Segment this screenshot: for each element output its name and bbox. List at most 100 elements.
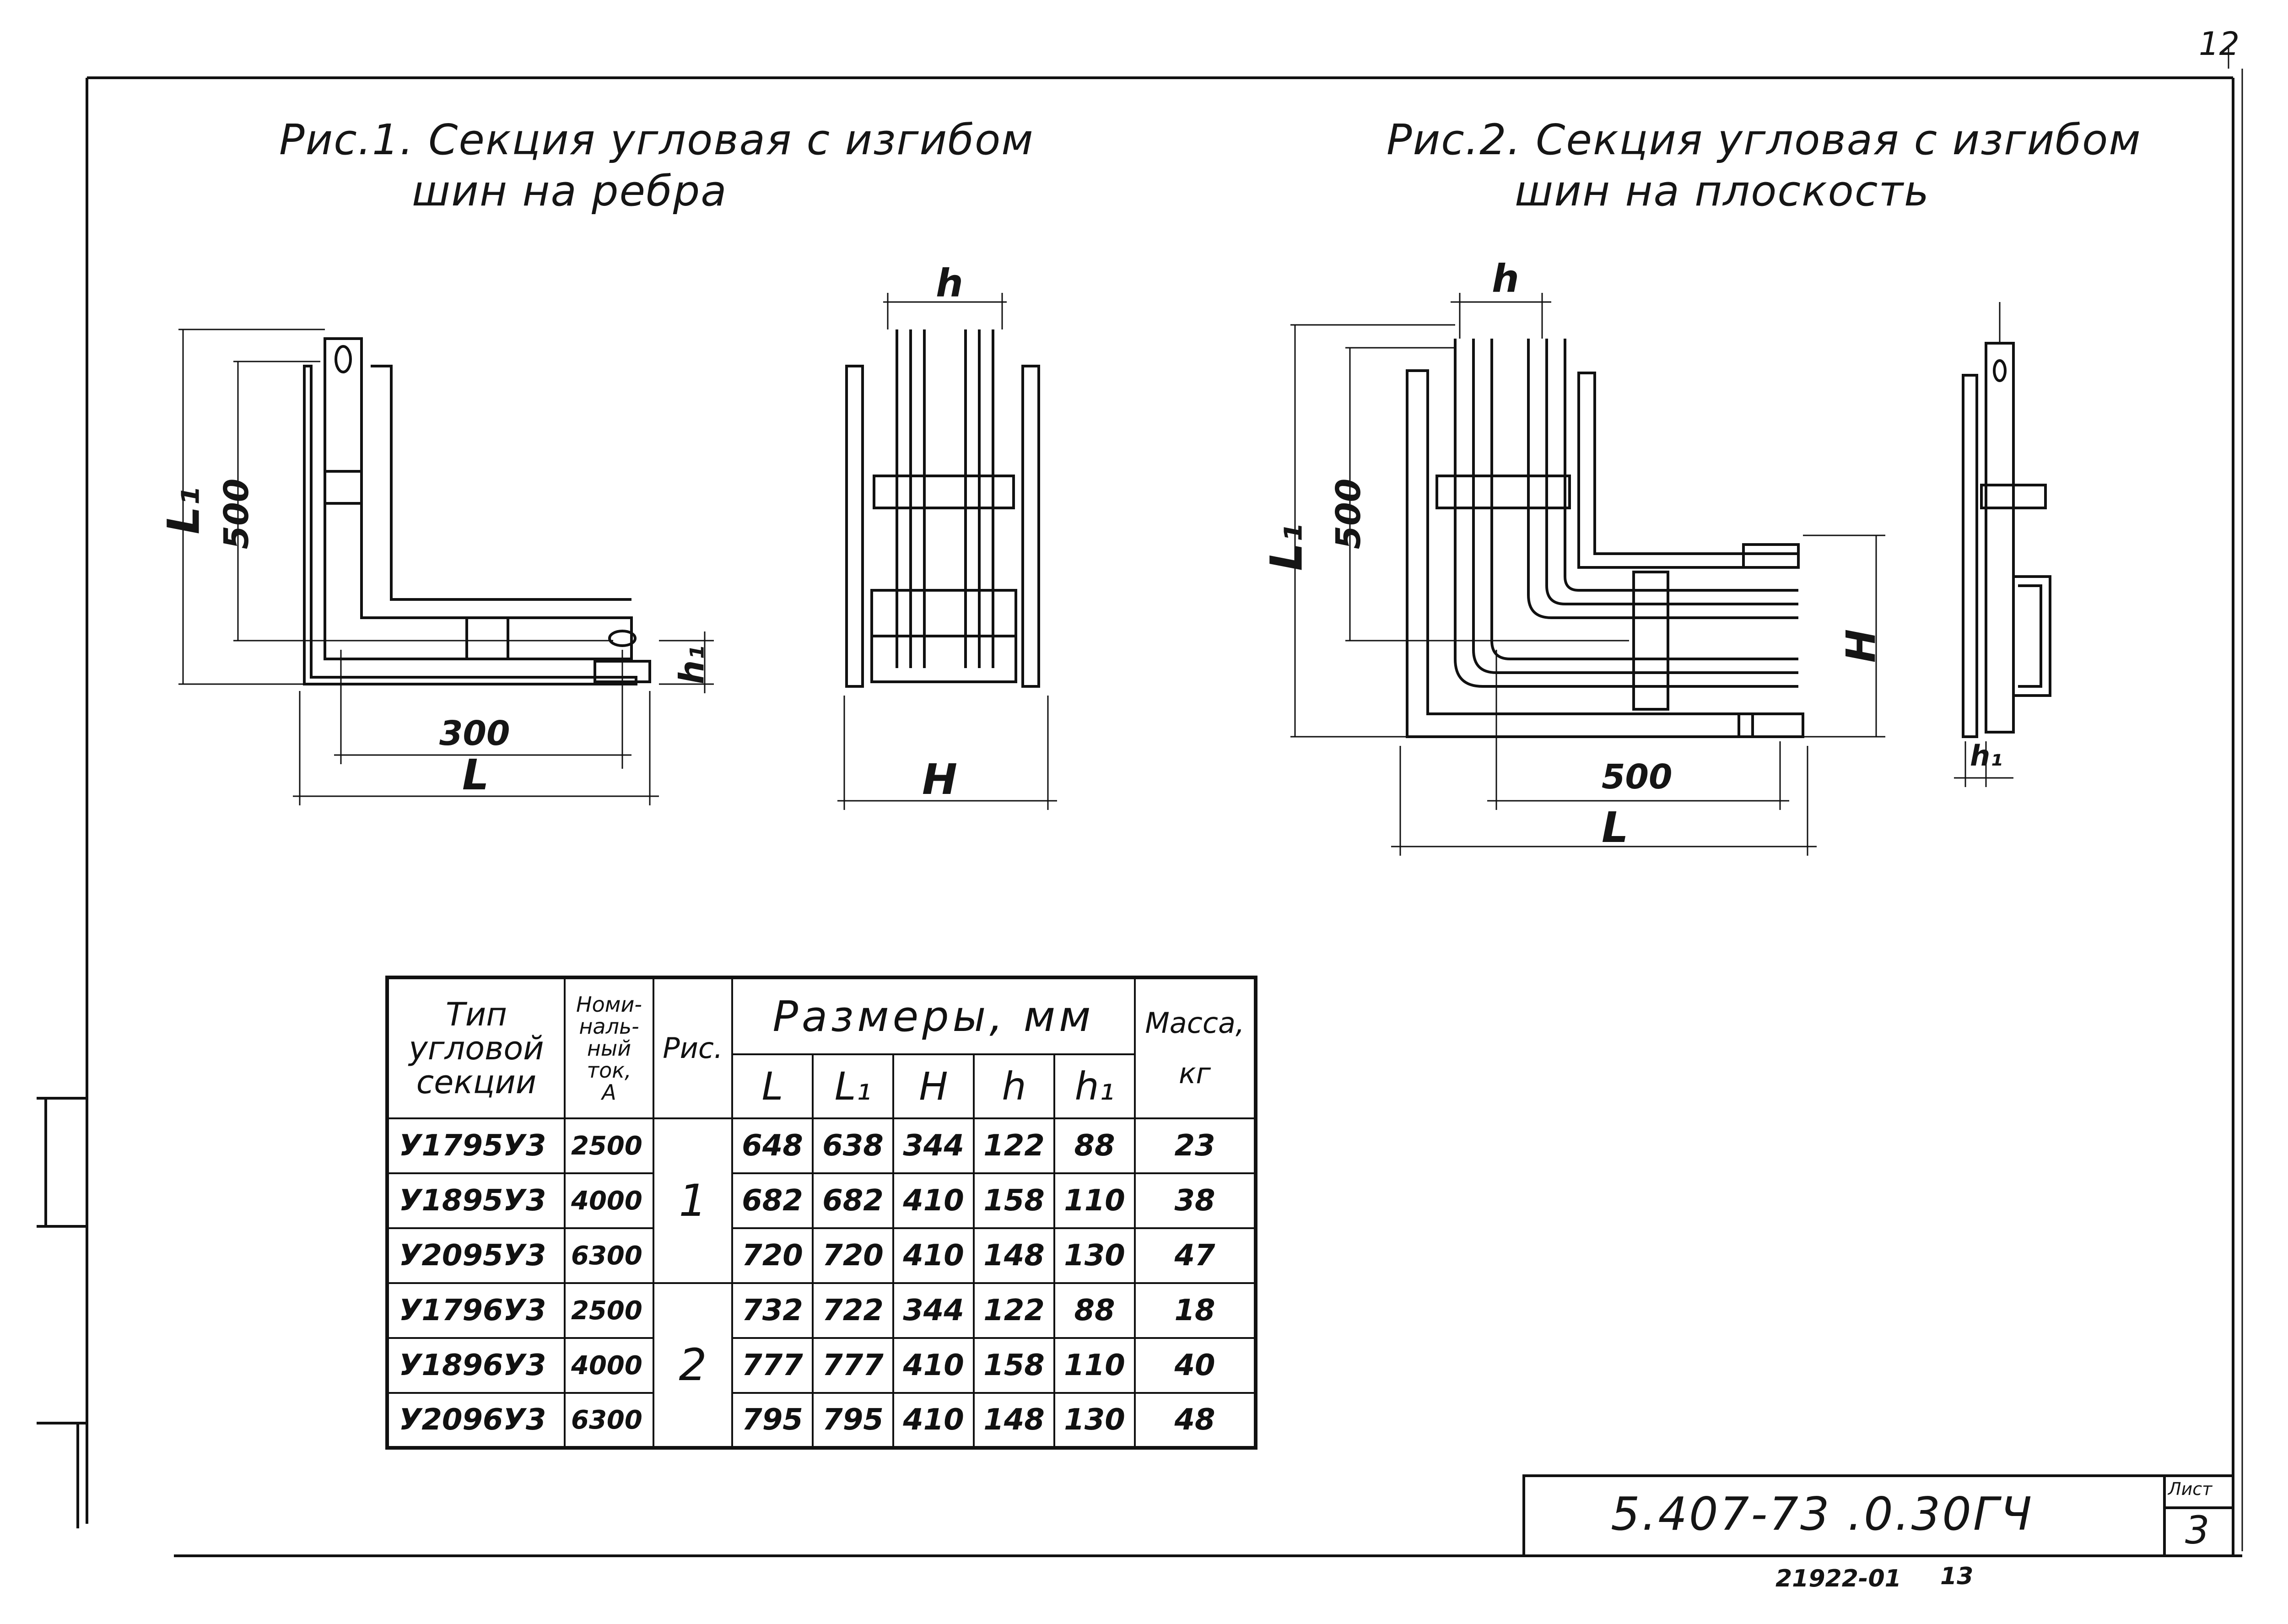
cell-h1: 88 bbox=[1053, 1282, 1136, 1339]
fig2-title-line2: шин на плоскость bbox=[1515, 167, 1930, 216]
cell-h: 122 bbox=[973, 1282, 1055, 1339]
archive-page: 13 bbox=[1940, 1563, 1974, 1590]
header-fig: Рис. bbox=[653, 977, 733, 1119]
archive-number: 21922-01 bbox=[1775, 1565, 1901, 1592]
cell-type: У2096У3 bbox=[386, 1392, 566, 1449]
cell-h1: 110 bbox=[1053, 1172, 1136, 1229]
header-type-1: Тип bbox=[445, 996, 507, 1033]
fig2-end-view bbox=[1954, 302, 2051, 787]
sheet-label: Лист bbox=[2168, 1479, 2212, 1499]
cell-L: 682 bbox=[731, 1172, 814, 1229]
header-current-4: ток, bbox=[587, 1058, 631, 1083]
fig2-title: Рис.2. Секция угловая с изгибом шин на п… bbox=[1387, 114, 2142, 217]
cell-h: 148 bbox=[973, 1392, 1055, 1449]
cell-L: 732 bbox=[731, 1282, 814, 1339]
header-sub-L1: L₁ bbox=[812, 1053, 894, 1119]
header-sub-h: h bbox=[973, 1053, 1055, 1119]
cell-L1: 722 bbox=[812, 1282, 894, 1339]
cell-H: 410 bbox=[892, 1337, 975, 1394]
fig2-dim-h: h bbox=[1492, 256, 1519, 301]
fig2-title-line1: Рис.2. Секция угловая с изгибом bbox=[1387, 115, 2142, 164]
fig1-dim-H: H bbox=[922, 755, 957, 804]
cell-current: 2500 bbox=[564, 1282, 654, 1339]
cell-type: У1795У3 bbox=[386, 1117, 566, 1174]
cell-L: 777 bbox=[731, 1337, 814, 1394]
fig1-dim-300: 300 bbox=[439, 714, 510, 753]
fig2-dim-H: H bbox=[1837, 629, 1885, 663]
cell-h: 122 bbox=[973, 1117, 1055, 1174]
cell-h1: 130 bbox=[1053, 1227, 1136, 1284]
cell-H: 344 bbox=[892, 1117, 975, 1174]
header-mass-2: кг bbox=[1178, 1057, 1211, 1090]
header-mass: Масса, кг bbox=[1134, 977, 1257, 1119]
header-mass-1: Масса, bbox=[1145, 1006, 1245, 1040]
header-current-1: Номи- bbox=[576, 992, 642, 1017]
header-type: Тип угловой секции bbox=[386, 977, 566, 1119]
cell-current: 2500 bbox=[564, 1117, 654, 1174]
cell-L: 720 bbox=[731, 1227, 814, 1284]
header-sub-H: H bbox=[892, 1053, 975, 1119]
cell-L1: 682 bbox=[812, 1172, 894, 1229]
document-code: 5.407-73 .0.30ГЧ bbox=[1611, 1487, 2034, 1541]
fig1-dim-500: 500 bbox=[217, 478, 257, 550]
fig1-end-view bbox=[837, 293, 1057, 810]
cell-H: 410 bbox=[892, 1172, 975, 1229]
fig1-dim-L1: L₁ bbox=[158, 487, 210, 534]
cell-current: 4000 bbox=[564, 1172, 654, 1229]
page-number: 12 bbox=[2199, 25, 2240, 63]
table-row: У1795У3 2500 1 648 638 344 122 88 23 bbox=[386, 1117, 1257, 1284]
spec-table: Тип угловой секции Номи- наль- ный ток, … bbox=[385, 976, 1257, 1450]
header-current-3: ный bbox=[587, 1036, 631, 1061]
fig2-dim-500h: 500 bbox=[1602, 757, 1673, 797]
cell-h1: 110 bbox=[1053, 1337, 1136, 1394]
cell-mass: 47 bbox=[1134, 1227, 1257, 1284]
cell-h1: 88 bbox=[1053, 1117, 1136, 1174]
cell-L1: 638 bbox=[812, 1117, 894, 1174]
cell-L1: 795 bbox=[812, 1392, 894, 1449]
cell-type: У1796У3 bbox=[386, 1282, 566, 1339]
cell-fig: 1 bbox=[653, 1117, 733, 1284]
cell-type: У1896У3 bbox=[386, 1337, 566, 1394]
table-row: У1895У3 4000 682 682 410 158 110 38 bbox=[386, 1172, 1257, 1229]
cell-h: 158 bbox=[973, 1337, 1055, 1394]
cell-fig: 2 bbox=[653, 1282, 733, 1449]
table-row: У1896У3 4000 777 777 410 158 110 40 bbox=[386, 1337, 1257, 1394]
header-current: Номи- наль- ный ток, А bbox=[564, 977, 654, 1119]
header-type-3: секции bbox=[416, 1063, 537, 1101]
cell-L: 648 bbox=[731, 1117, 814, 1174]
header-current-2: наль- bbox=[579, 1014, 639, 1039]
cell-current: 6300 bbox=[564, 1392, 654, 1449]
fig1-title: Рис.1. Секция угловая с изгибом шин на р… bbox=[279, 114, 1034, 217]
cell-mass: 18 bbox=[1134, 1282, 1257, 1339]
sheet-number: 3 bbox=[2185, 1508, 2210, 1553]
fig2-dim-L1: L₁ bbox=[1261, 523, 1312, 571]
cell-H: 344 bbox=[892, 1282, 975, 1339]
fig2-side-view bbox=[1290, 293, 1885, 856]
cell-type: У2095У3 bbox=[386, 1227, 566, 1284]
cell-h: 158 bbox=[973, 1172, 1055, 1229]
header-sub-L: L bbox=[731, 1053, 814, 1119]
cell-mass: 38 bbox=[1134, 1172, 1257, 1229]
cell-mass: 48 bbox=[1134, 1392, 1257, 1449]
cell-mass: 40 bbox=[1134, 1337, 1257, 1394]
fig2-dim-L: L bbox=[1602, 803, 1629, 852]
cell-current: 4000 bbox=[564, 1337, 654, 1394]
cell-mass: 23 bbox=[1134, 1117, 1257, 1174]
table-row: У2096У3 6300 795 795 410 148 130 48 bbox=[386, 1392, 1257, 1449]
cell-type: У1895У3 bbox=[386, 1172, 566, 1229]
cell-current: 6300 bbox=[564, 1227, 654, 1284]
header-sizes: Размеры, мм bbox=[731, 977, 1136, 1055]
cell-L1: 720 bbox=[812, 1227, 894, 1284]
table-row: У1796У3 2500 2 732 722 344 122 88 18 bbox=[386, 1282, 1257, 1449]
fig1-dim-h: h bbox=[936, 261, 963, 306]
cell-h1: 130 bbox=[1053, 1392, 1136, 1449]
cell-H: 410 bbox=[892, 1392, 975, 1449]
header-sub-h1: h₁ bbox=[1053, 1053, 1136, 1119]
fig1-side-view bbox=[178, 329, 714, 805]
fig2-dim-h1: h₁ bbox=[1970, 739, 2003, 772]
table-row: У2095У3 6300 720 720 410 148 130 47 bbox=[386, 1227, 1257, 1284]
cell-H: 410 bbox=[892, 1227, 975, 1284]
fig1-title-line2: шин на ребра bbox=[412, 167, 728, 216]
fig2-dim-500v: 500 bbox=[1329, 478, 1369, 550]
